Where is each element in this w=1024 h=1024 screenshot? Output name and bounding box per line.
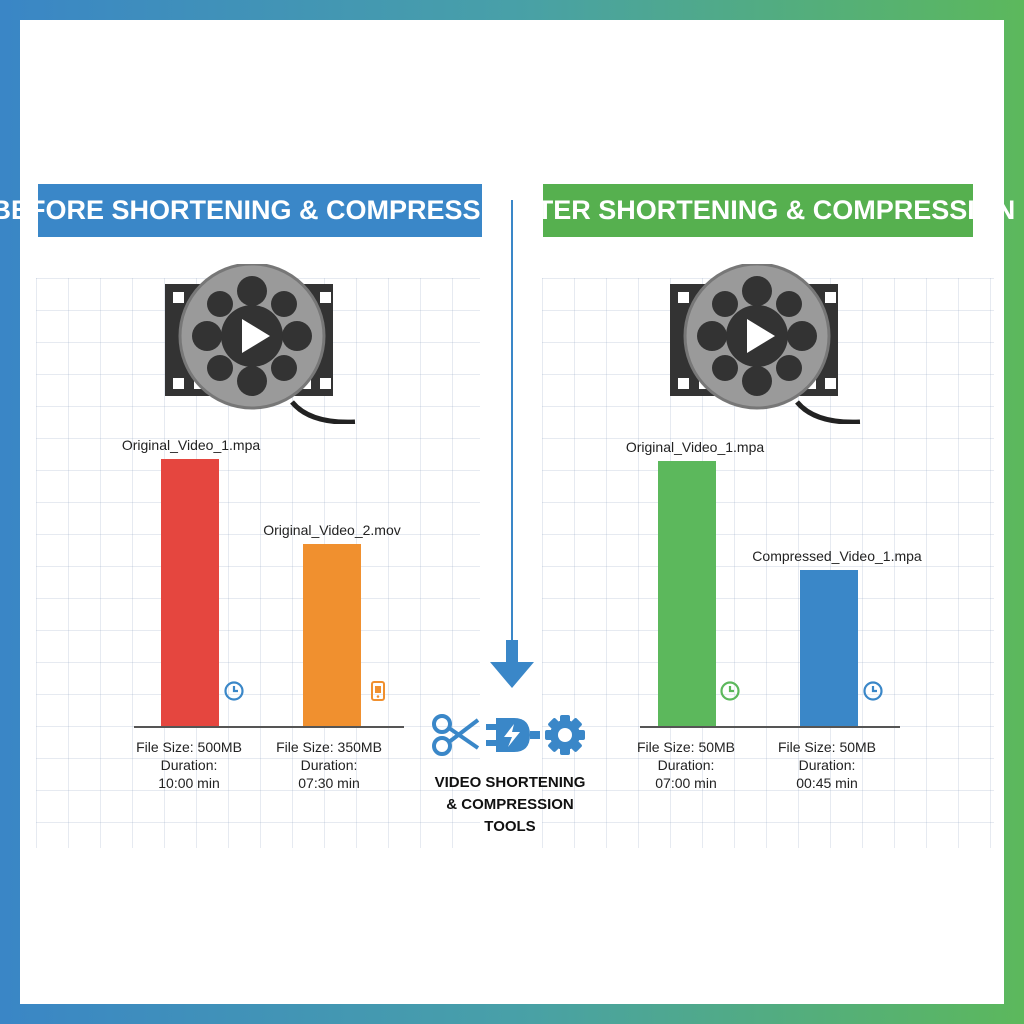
info-after-2: File Size: 50MB Duration: 00:45 min xyxy=(778,738,876,792)
info-before-2: File Size: 350MB Duration: 07:30 min xyxy=(276,738,382,792)
duration-heading: Duration: xyxy=(798,757,856,773)
before-header: BEFORE SHORTENING & COMPRESSION xyxy=(0,184,529,237)
phone-icon xyxy=(371,681,385,701)
tools-label-line1: VIDEO SHORTENING xyxy=(434,774,586,791)
file-size-text: File Size: 350MB xyxy=(276,739,382,755)
down-arrow-icon xyxy=(490,640,534,688)
info-before-1: File Size: 500MB Duration: 10:00 min xyxy=(136,738,242,792)
baseline-left xyxy=(134,726,404,728)
duration-heading: Duration: xyxy=(160,757,218,773)
info-after-1: File Size: 50MB Duration: 07:00 min xyxy=(637,738,735,792)
duration-heading: Duration: xyxy=(300,757,358,773)
baseline-right xyxy=(640,726,900,728)
file-size-text: File Size: 50MB xyxy=(777,739,877,755)
duration-heading: Duration: xyxy=(657,757,715,773)
tools-label-line2: & COMPRESSION TOOLS xyxy=(446,796,574,835)
clock-icon xyxy=(224,681,244,701)
plug-icon xyxy=(486,718,540,752)
film-reel-icon xyxy=(165,264,356,424)
duration-value: 07:30 min xyxy=(298,775,360,791)
bar-before-original-video-2 xyxy=(303,544,361,726)
bar-after-original-video-1 xyxy=(658,461,716,726)
duration-value: 10:00 min xyxy=(158,775,220,791)
tools-label: VIDEO SHORTENING & COMPRESSION TOOLS xyxy=(420,772,600,838)
film-reel-icon xyxy=(670,264,861,424)
bar-label-after-1: Original_Video_1.mpa xyxy=(625,439,765,455)
file-size-text: File Size: 500MB xyxy=(136,739,242,755)
after-header: AFTER SHORTENING & COMPRESSION xyxy=(501,184,1015,237)
divider-arrow-line xyxy=(511,200,513,662)
bar-label-before-1: Original_Video_1.mpa xyxy=(121,437,261,453)
file-size-text: File Size: 50MB xyxy=(636,739,736,755)
duration-value: 00:45 min xyxy=(796,775,858,791)
bar-label-before-2: Original_Video_2.mov xyxy=(263,522,401,538)
clock-icon xyxy=(720,681,740,701)
diagram-panel: BEFORE SHORTENING & COMPRESSION AFTER SH… xyxy=(0,20,1015,1004)
bar-after-compressed-video-1 xyxy=(800,570,858,726)
gear-icon xyxy=(545,715,585,755)
duration-value: 07:00 min xyxy=(655,775,717,791)
bar-before-original-video-1 xyxy=(161,459,219,726)
clock-icon xyxy=(863,681,883,701)
bar-label-after-2: Compressed_Video_1.mpa xyxy=(752,548,922,564)
tools-icon-group xyxy=(432,714,585,756)
scissors-icon xyxy=(432,714,480,756)
